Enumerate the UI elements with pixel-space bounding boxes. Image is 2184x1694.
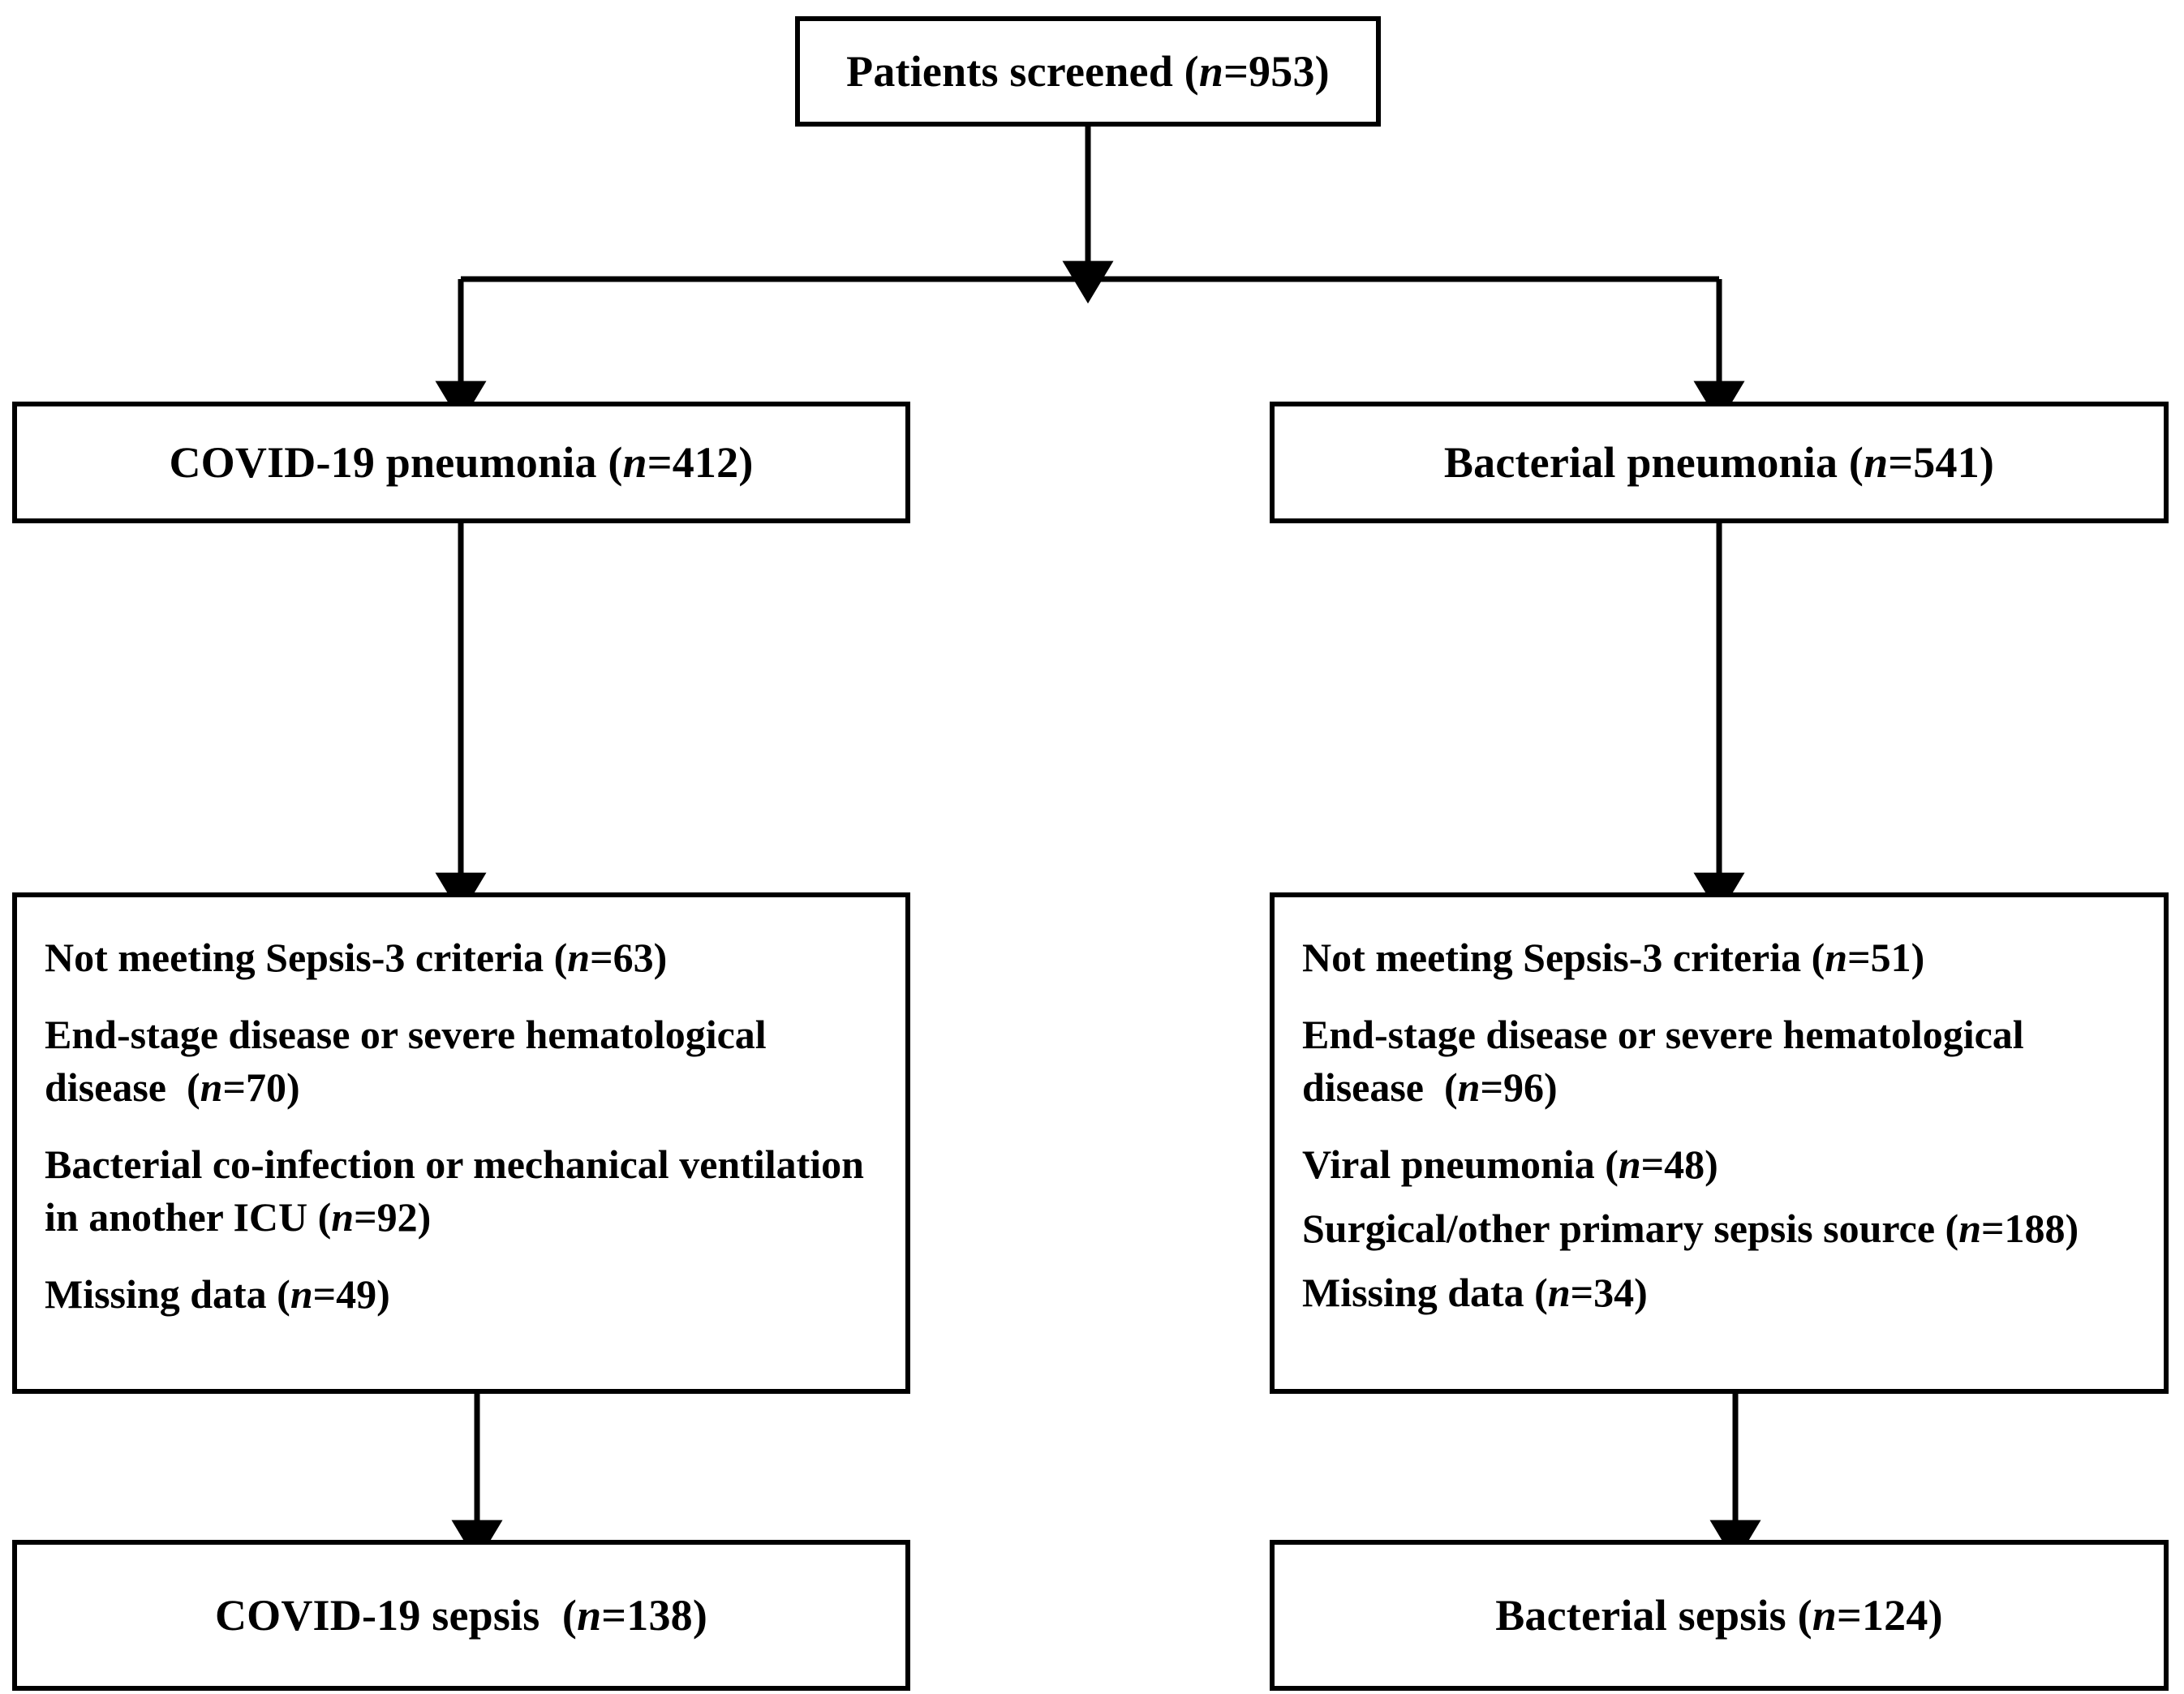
n-symbol: n — [1457, 1064, 1481, 1110]
n-symbol: n — [567, 935, 591, 980]
node-bacterial-exclusions: Not meeting Sepsis-3 criteria (n=51) End… — [1270, 892, 2169, 1394]
exclusion-item: Surgical/other primary sepsis source (n=… — [1302, 1206, 2079, 1251]
node-covid19-sepsis-label: COVID-19 sepsis (n=138) — [214, 1590, 708, 1640]
node-bacterial-sepsis-label: Bacterial sepsis (n=124) — [1495, 1590, 1943, 1640]
n-symbol: n — [577, 1590, 602, 1640]
node-bacterial-pneumonia: Bacterial pneumonia (n=541) — [1270, 402, 2169, 523]
exclusion-item: Not meeting Sepsis-3 criteria (n=51) — [1302, 935, 1925, 980]
n-symbol: n — [1864, 437, 1889, 487]
n-symbol: n — [331, 1194, 355, 1240]
n-symbol: n — [1547, 1270, 1571, 1315]
exclusion-item: Viral pneumonia (n=48) — [1302, 1142, 1718, 1187]
n-symbol: n — [622, 437, 647, 487]
exclusion-item: Bacterial co-infection or mechanical ven… — [45, 1142, 875, 1240]
n-symbol: n — [1812, 1590, 1837, 1640]
exclusion-item: Missing data (n=49) — [45, 1271, 390, 1317]
node-patients-screened-label: Patients screened (n=953) — [846, 46, 1330, 96]
node-covid19-pneumonia-label: COVID-19 pneumonia (n=412) — [169, 437, 754, 487]
n-symbol: n — [290, 1271, 313, 1317]
exclusion-item: Missing data (n=34) — [1302, 1270, 1648, 1315]
node-patients-screened: Patients screened (n=953) — [795, 16, 1381, 127]
node-covid19-pneumonia: COVID-19 pneumonia (n=412) — [12, 402, 910, 523]
node-covid19-exclusions: Not meeting Sepsis-3 criteria (n=63) End… — [12, 892, 910, 1394]
n-symbol: n — [1618, 1142, 1641, 1187]
n-symbol: n — [1198, 46, 1224, 96]
exclusion-item: End-stage disease or severe hematologica… — [45, 1012, 777, 1110]
exclusion-item: Not meeting Sepsis-3 criteria (n=63) — [45, 935, 668, 980]
node-bacterial-sepsis: Bacterial sepsis (n=124) — [1270, 1540, 2169, 1691]
node-covid19-sepsis: COVID-19 sepsis (n=138) — [12, 1540, 910, 1691]
n-symbol: n — [1825, 935, 1848, 980]
node-bacterial-pneumonia-label: Bacterial pneumonia (n=541) — [1443, 437, 1995, 487]
n-symbol: n — [200, 1064, 223, 1110]
n-symbol: n — [1958, 1206, 1982, 1251]
exclusion-item: End-stage disease or severe hematologica… — [1302, 1012, 2035, 1110]
